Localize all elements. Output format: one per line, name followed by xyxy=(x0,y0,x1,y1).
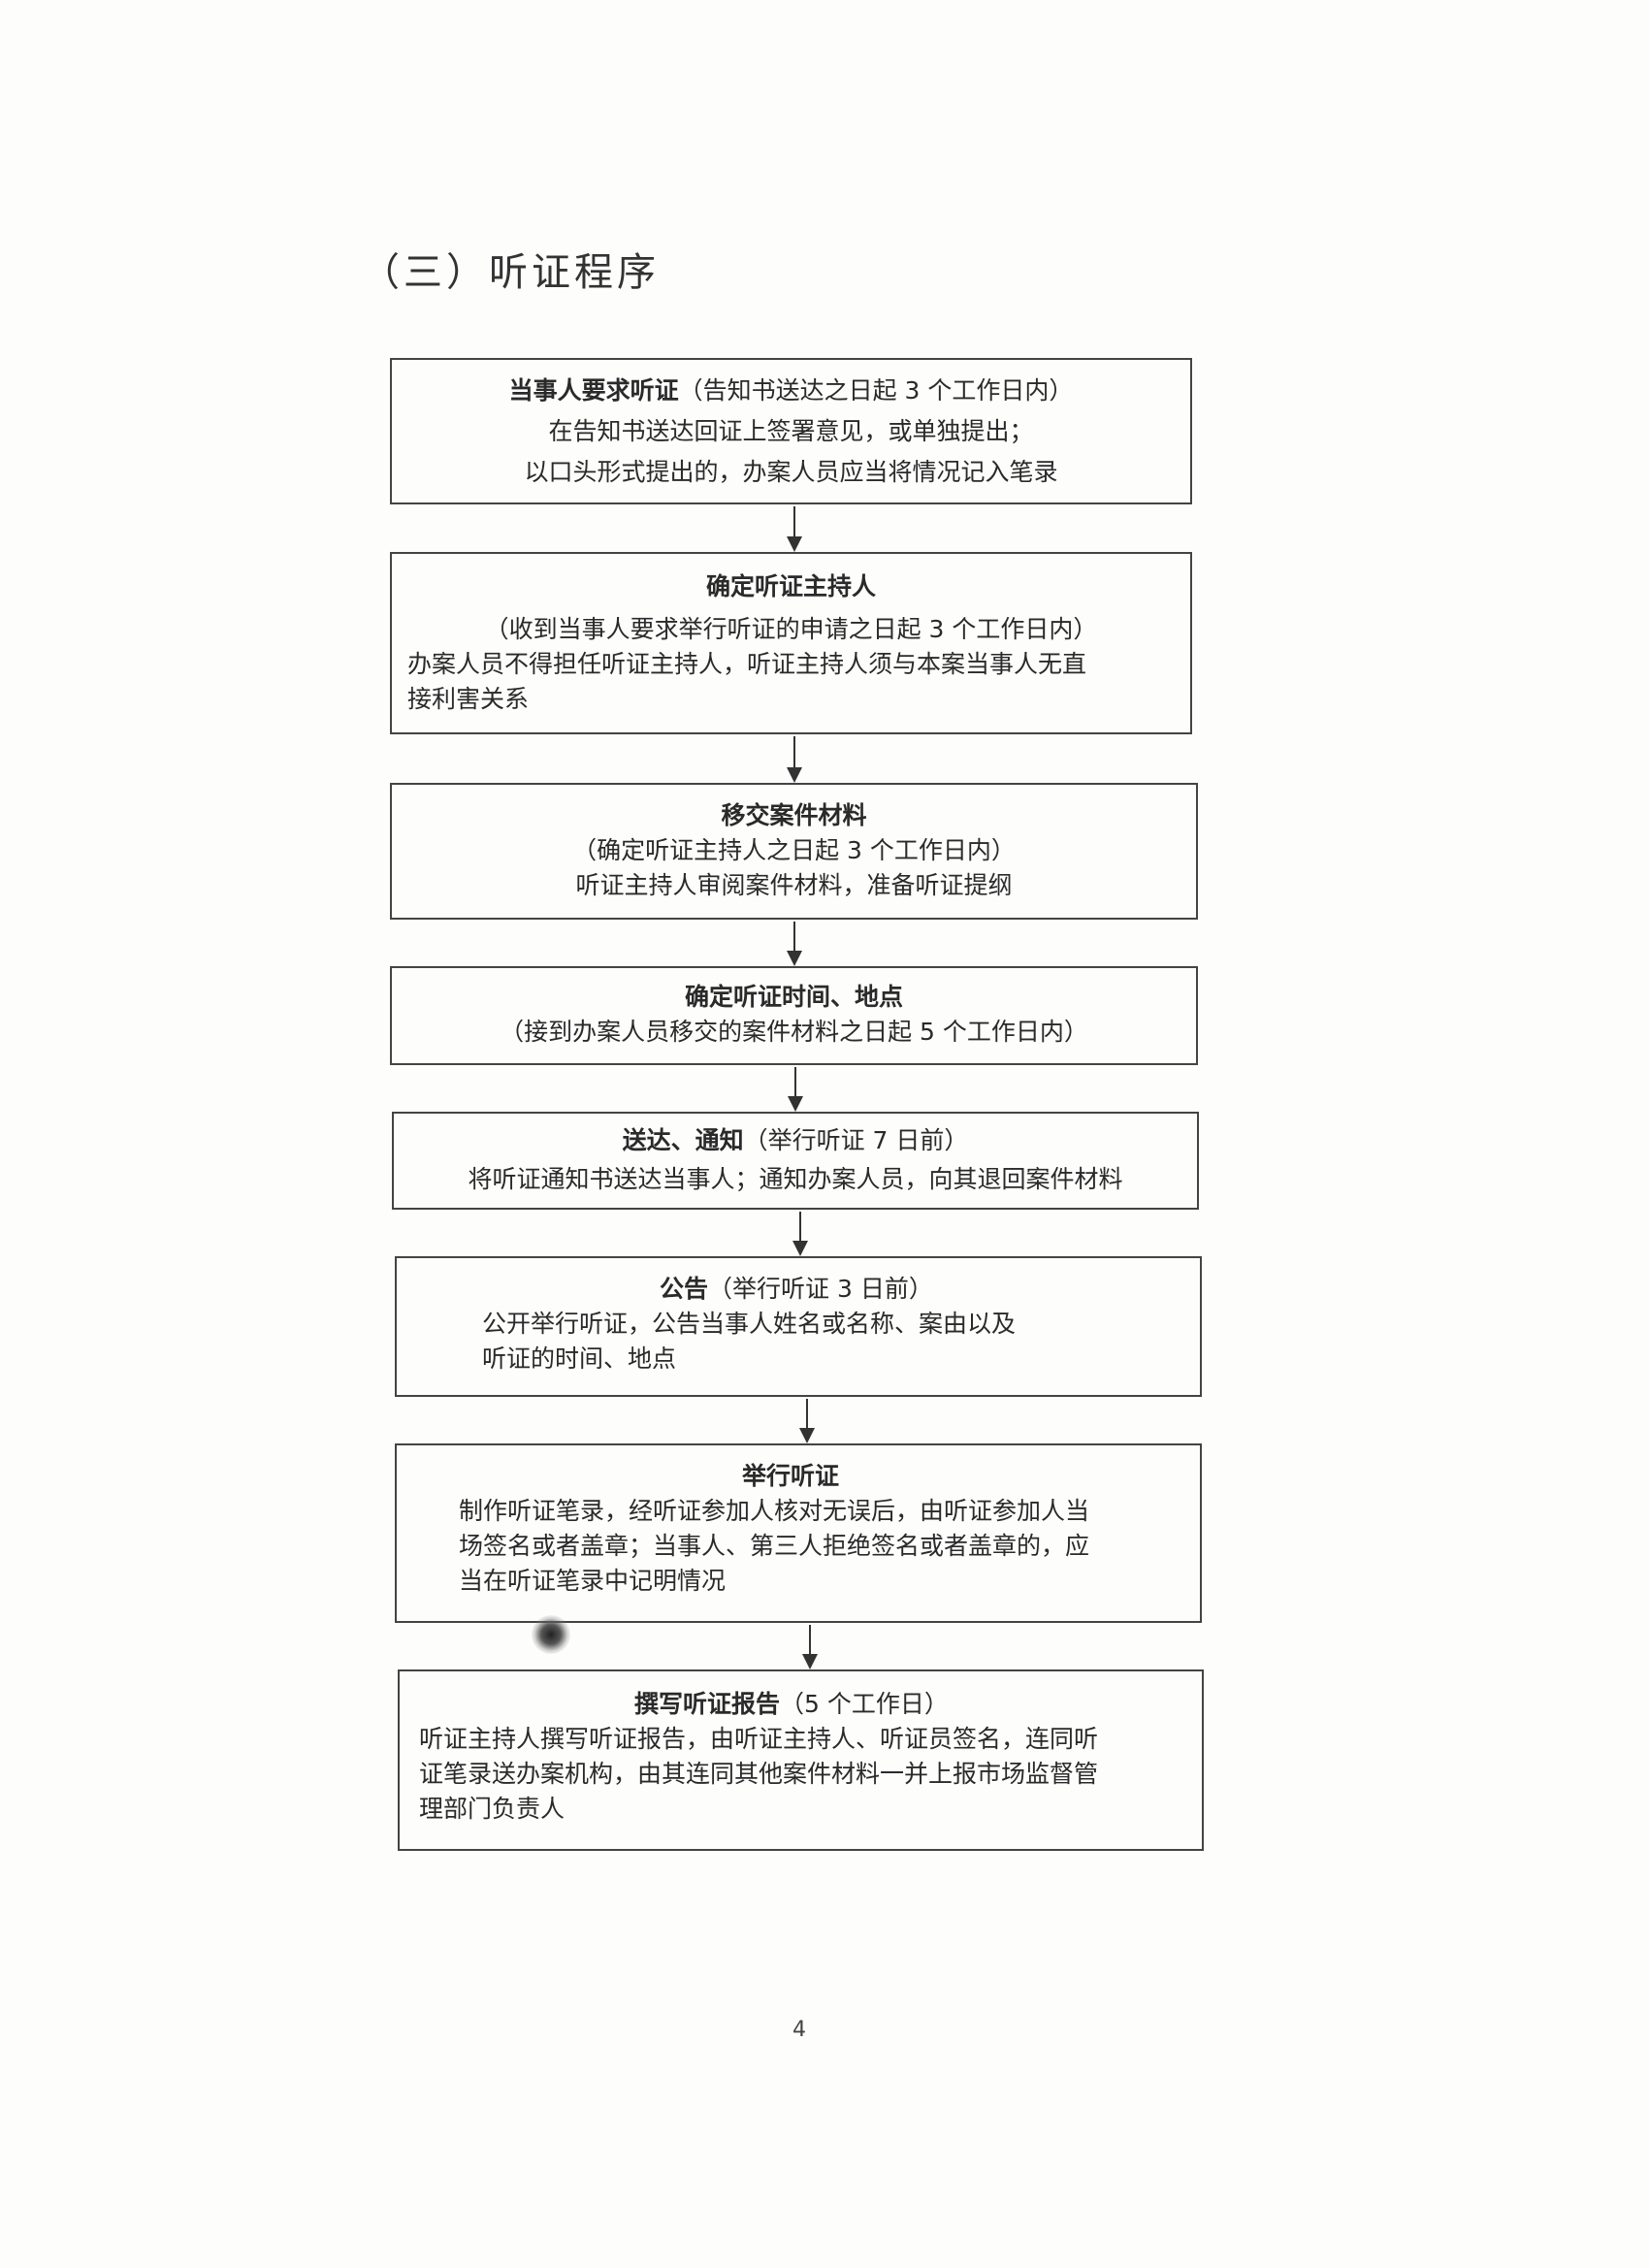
arrow-down-icon xyxy=(787,506,802,552)
step-title: 确定听证主持人 xyxy=(705,572,876,600)
step-title: 移交案件材料 xyxy=(721,801,867,829)
arrow-down-icon xyxy=(802,1625,818,1669)
ink-smudge xyxy=(532,1615,570,1654)
step-note: （举行听证 7 日前） xyxy=(743,1126,969,1154)
arrow-down-icon xyxy=(799,1399,815,1443)
flow-step-determine-time-place: 确定听证时间、地点 （接到办案人员移交的案件材料之日起 5 个工作日内） xyxy=(390,966,1198,1065)
step-line: 公开举行听证，公告当事人姓名或名称、案由以及 xyxy=(482,1310,1017,1338)
flow-step-deliver-notify: 送达、通知（举行听证 7 日前） 将听证通知书送达当事人；通知办案人员，向其退回… xyxy=(392,1112,1199,1210)
flow-step-determine-host: 确定听证主持人 （收到当事人要求举行听证的申请之日起 3 个工作日内） 办案人员… xyxy=(390,552,1192,734)
flow-step-write-report: 撰写听证报告（5 个工作日） 听证主持人撰写听证报告，由听证主持人、听证员签名，… xyxy=(398,1669,1204,1851)
step-note: （收到当事人要求举行听证的申请之日起 3 个工作日内） xyxy=(484,615,1098,643)
flow-step-hold-hearing: 举行听证 制作听证笔录，经听证参加人核对无误后，由听证参加人当 场签名或者盖章；… xyxy=(395,1443,1202,1623)
step-line: 听证主持人撰写听证报告，由听证主持人、听证员签名，连同听 xyxy=(419,1725,1099,1753)
step-title: 当事人要求听证 xyxy=(508,376,679,405)
step-line: 以口头形式提出的，办案人员应当将情况记入笔录 xyxy=(524,458,1058,486)
step-title: 公告 xyxy=(660,1275,709,1303)
step-line: 将听证通知书送达当事人；通知办案人员，向其退回案件材料 xyxy=(468,1165,1123,1193)
arrow-down-icon xyxy=(792,1212,808,1256)
arrow-down-icon xyxy=(787,922,802,966)
flow-step-announcement: 公告（举行听证 3 日前） 公开举行听证，公告当事人姓名或名称、案由以及 听证的… xyxy=(395,1256,1202,1397)
step-line: 当在听证笔录中记明情况 xyxy=(459,1567,727,1595)
step-line: 理部门负责人 xyxy=(419,1795,566,1823)
step-title: 举行听证 xyxy=(741,1462,839,1490)
step-line: 制作听证笔录，经听证参加人核对无误后，由听证参加人当 xyxy=(459,1497,1090,1525)
flow-step-request-hearing: 当事人要求听证（告知书送达之日起 3 个工作日内） 在告知书送达回证上签署意见，… xyxy=(390,358,1192,504)
arrow-down-icon xyxy=(788,1067,803,1112)
flow-step-transfer-materials: 移交案件材料 （确定听证主持人之日起 3 个工作日内） 听证主持人审阅案件材料，… xyxy=(390,783,1198,920)
step-line: 办案人员不得担任听证主持人，听证主持人须与本案当事人无直 xyxy=(407,650,1087,678)
step-title: 确定听证时间、地点 xyxy=(684,983,903,1011)
step-note: （接到办案人员移交的案件材料之日起 5 个工作日内） xyxy=(500,1018,1088,1046)
step-line: 证笔录送办案机构，由其连同其他案件材料一并上报市场监督管 xyxy=(419,1760,1099,1788)
page-number: 4 xyxy=(792,2018,806,2042)
step-line: 场签名或者盖章；当事人、第三人拒绝签名或者盖章的，应 xyxy=(459,1532,1090,1560)
step-note: （告知书送达之日起 3 个工作日内） xyxy=(678,376,1074,405)
step-line: 听证主持人审阅案件材料，准备听证提纲 xyxy=(575,871,1013,899)
step-line: 在告知书送达回证上签署意见，或单独提出； xyxy=(548,417,1034,445)
section-heading: （三）听证程序 xyxy=(361,250,660,295)
step-note: （5 个工作日） xyxy=(780,1690,949,1718)
step-title: 送达、通知 xyxy=(622,1126,744,1154)
step-title: 撰写听证报告 xyxy=(634,1690,781,1718)
arrow-down-icon xyxy=(787,736,802,783)
step-note: （确定听证主持人之日起 3 个工作日内） xyxy=(572,836,1016,864)
step-note: （举行听证 3 日前） xyxy=(708,1275,933,1303)
step-line: 听证的时间、地点 xyxy=(482,1345,677,1373)
step-line: 接利害关系 xyxy=(407,685,530,713)
